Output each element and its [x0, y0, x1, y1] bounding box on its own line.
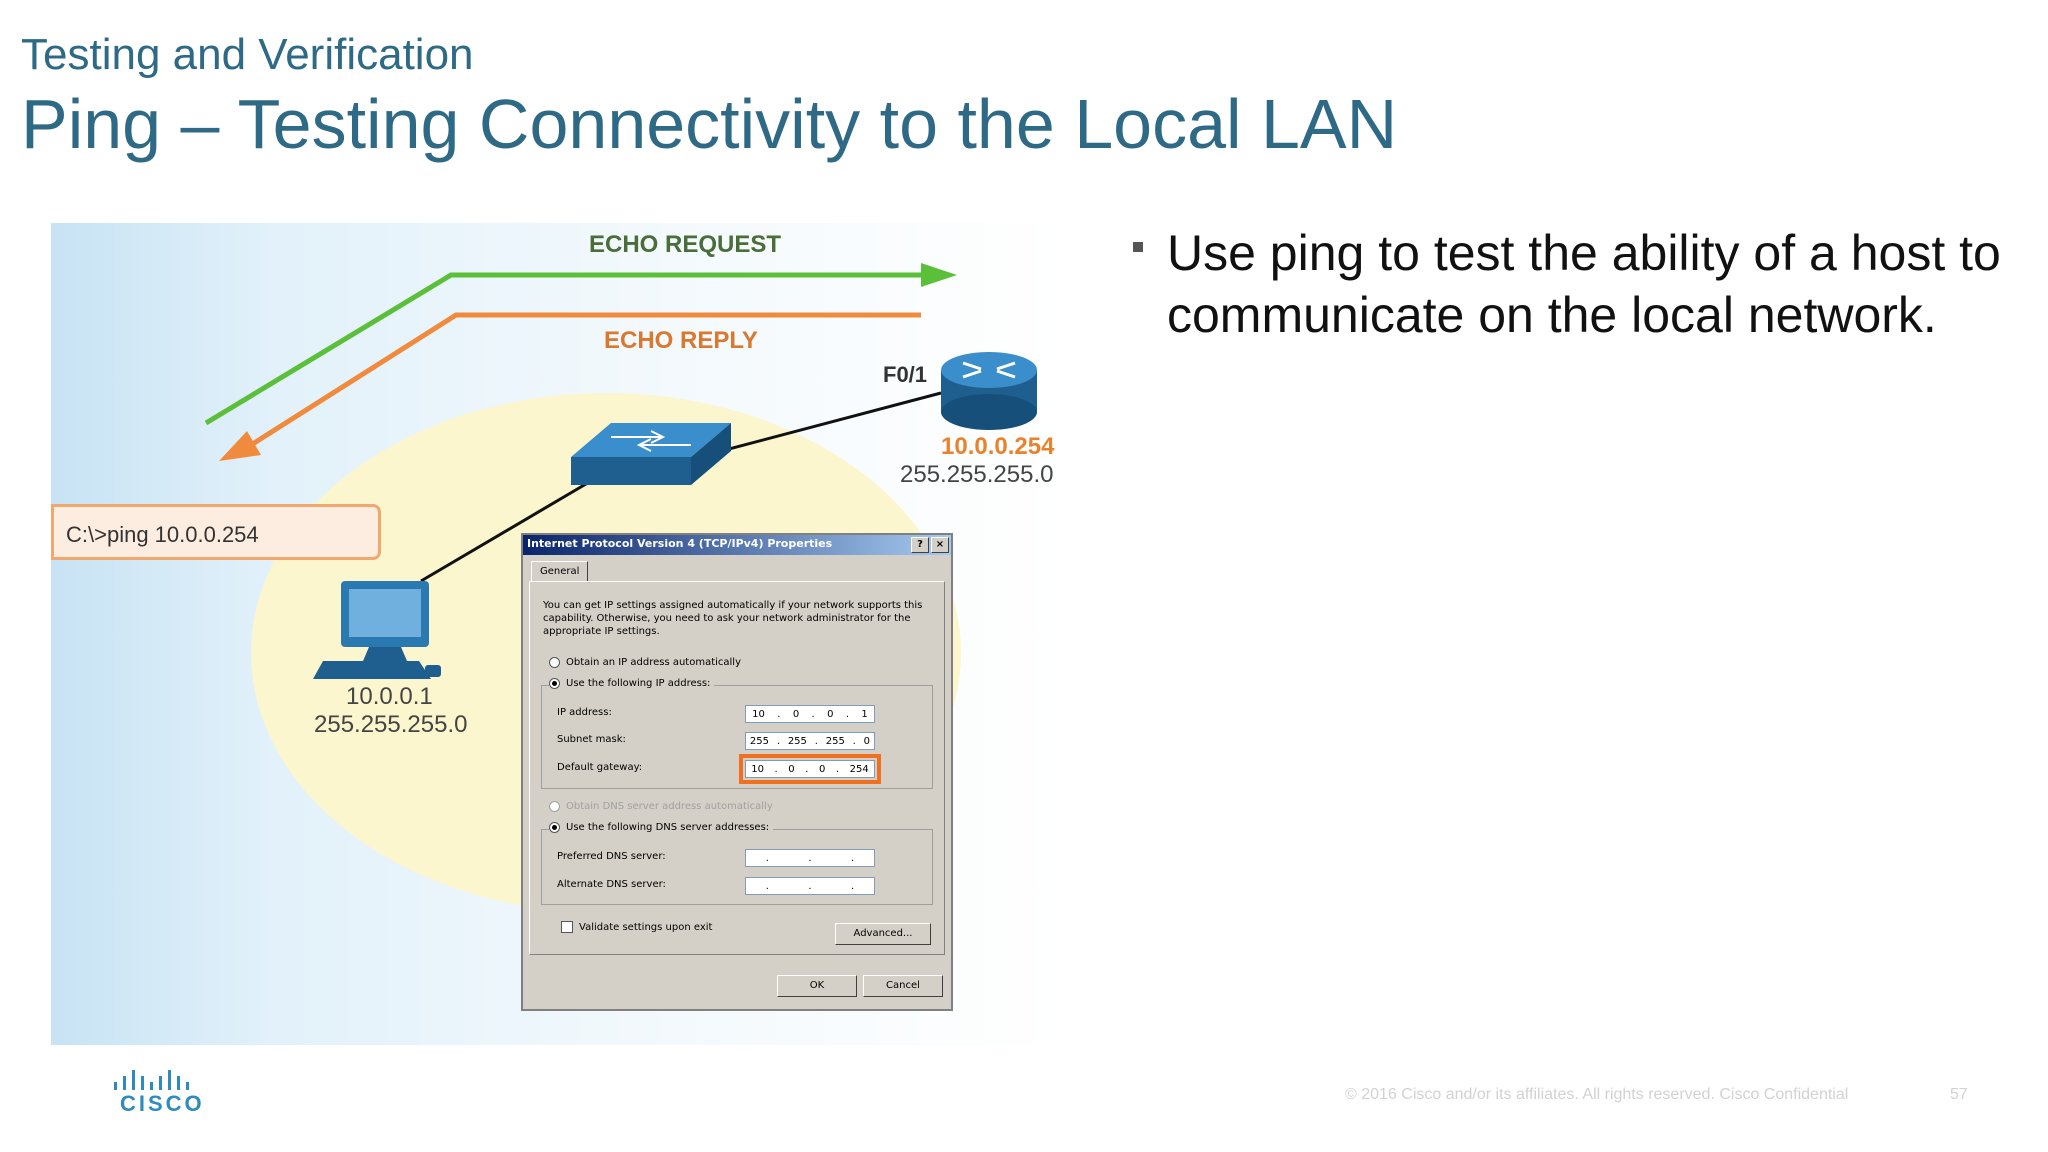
obtain-ip-auto-label: Obtain an IP address automatically	[566, 657, 742, 668]
ip-address-label: IP address:	[557, 707, 612, 718]
mask-octet: 255	[825, 735, 845, 747]
gateway-octet: 254	[849, 763, 869, 775]
ip-octet: 0	[827, 708, 834, 720]
dialog-title: Internet Protocol Version 4 (TCP/IPv4) P…	[527, 537, 833, 550]
echo-request-label: ECHO REQUEST	[589, 231, 782, 258]
mask-octet: 0	[863, 735, 870, 747]
help-button[interactable]: ?	[911, 537, 929, 553]
echo-request-arrow	[204, 272, 921, 426]
dialog-title-bar: Internet Protocol Version 4 (TCP/IPv4) P…	[523, 535, 951, 555]
use-following-ip-option[interactable]: Use the following IP address:	[549, 678, 715, 689]
close-button[interactable]: ×	[931, 537, 949, 553]
advanced-button[interactable]: Advanced...	[835, 923, 931, 945]
cisco-logo-icon	[114, 1070, 189, 1090]
obtain-dns-auto-option[interactable]: Obtain DNS server address automatically	[549, 801, 773, 812]
gateway-octet: 0	[818, 763, 826, 775]
ip-address-input[interactable]: 10. 0. 0. 1	[745, 705, 875, 723]
checkbox-icon[interactable]	[561, 921, 573, 933]
use-following-dns-label: Use the following DNS server addresses:	[566, 822, 770, 833]
radio-selected-icon[interactable]	[549, 822, 560, 833]
computer-icon	[313, 581, 441, 679]
general-panel	[529, 581, 945, 955]
use-following-dns-option[interactable]: Use the following DNS server addresses:	[549, 822, 774, 833]
subnet-mask-label: Subnet mask:	[557, 734, 626, 745]
echo-request-arrowhead	[921, 263, 957, 287]
alternate-dns-input[interactable]: ...	[745, 877, 875, 895]
validate-settings-option[interactable]: Validate settings upon exit	[561, 921, 712, 933]
alternate-dns-label: Alternate DNS server:	[557, 879, 666, 890]
ip-octet: 1	[861, 708, 868, 720]
ip-octet: 10	[752, 708, 765, 720]
mask-octet: 255	[749, 735, 769, 747]
echo-reply-arrowhead	[219, 431, 261, 461]
network-diagram: ECHO REQUEST ECHO REPLY F0/1 10.0.0.254 …	[51, 223, 1061, 1045]
gateway-octet: 10	[751, 763, 764, 775]
preferred-dns-label: Preferred DNS server:	[557, 851, 666, 862]
mask-octet: 255	[787, 735, 807, 747]
host-mask-label: 255.255.255.0	[314, 711, 468, 738]
bullet-text: Use ping to test the ability of a host t…	[1167, 225, 2001, 343]
cisco-logo-text: CISCO	[120, 1091, 205, 1116]
radio-icon[interactable]	[549, 657, 560, 668]
diagram-lines	[204, 263, 1037, 679]
bullet-icon	[1133, 242, 1143, 252]
subnet-mask-input[interactable]: 255. 255. 255. 0	[745, 732, 875, 750]
copyright-notice: © 2016 Cisco and/or its affiliates. All …	[1345, 1086, 1849, 1103]
ip-group-box	[541, 685, 933, 789]
cancel-button[interactable]: Cancel	[863, 975, 943, 997]
router-ip-label: 10.0.0.254	[941, 433, 1055, 460]
router-icon	[941, 352, 1037, 430]
tab-general[interactable]: General	[531, 561, 589, 582]
router-interface-label: F0/1	[883, 362, 928, 387]
preferred-dns-input[interactable]: ...	[745, 849, 875, 867]
ipv4-properties-dialog: Internet Protocol Version 4 (TCP/IPv4) P…	[521, 533, 953, 1011]
ip-octet: 0	[792, 708, 800, 720]
gateway-octet: 0	[788, 763, 795, 775]
default-gateway-label: Default gateway:	[557, 762, 643, 773]
echo-reply-arrow	[249, 312, 921, 448]
page-number: 57	[1950, 1086, 1968, 1103]
radio-disabled-icon[interactable]	[549, 801, 560, 812]
dialog-description: You can get IP settings assigned automat…	[543, 600, 923, 637]
ping-command-box: C:\>ping 10.0.0.254	[51, 504, 381, 560]
host-ip-label: 10.0.0.1	[346, 683, 433, 710]
slide-title: Ping – Testing Connectivity to the Local…	[21, 85, 1398, 163]
use-following-ip-label: Use the following IP address:	[566, 678, 711, 689]
ok-button[interactable]: OK	[777, 975, 857, 997]
obtain-ip-auto-option[interactable]: Obtain an IP address automatically	[549, 657, 741, 668]
obtain-dns-auto-label: Obtain DNS server address automatically	[566, 801, 773, 812]
echo-reply-label: ECHO REPLY	[604, 327, 758, 354]
router-mask-label: 255.255.255.0	[900, 461, 1054, 488]
radio-selected-icon[interactable]	[549, 678, 560, 689]
validate-settings-label: Validate settings upon exit	[579, 921, 713, 933]
default-gateway-input[interactable]: 10. 0. 0. 254	[739, 754, 881, 784]
switch-icon	[571, 423, 731, 485]
slide-subtitle: Testing and Verification	[21, 30, 474, 79]
